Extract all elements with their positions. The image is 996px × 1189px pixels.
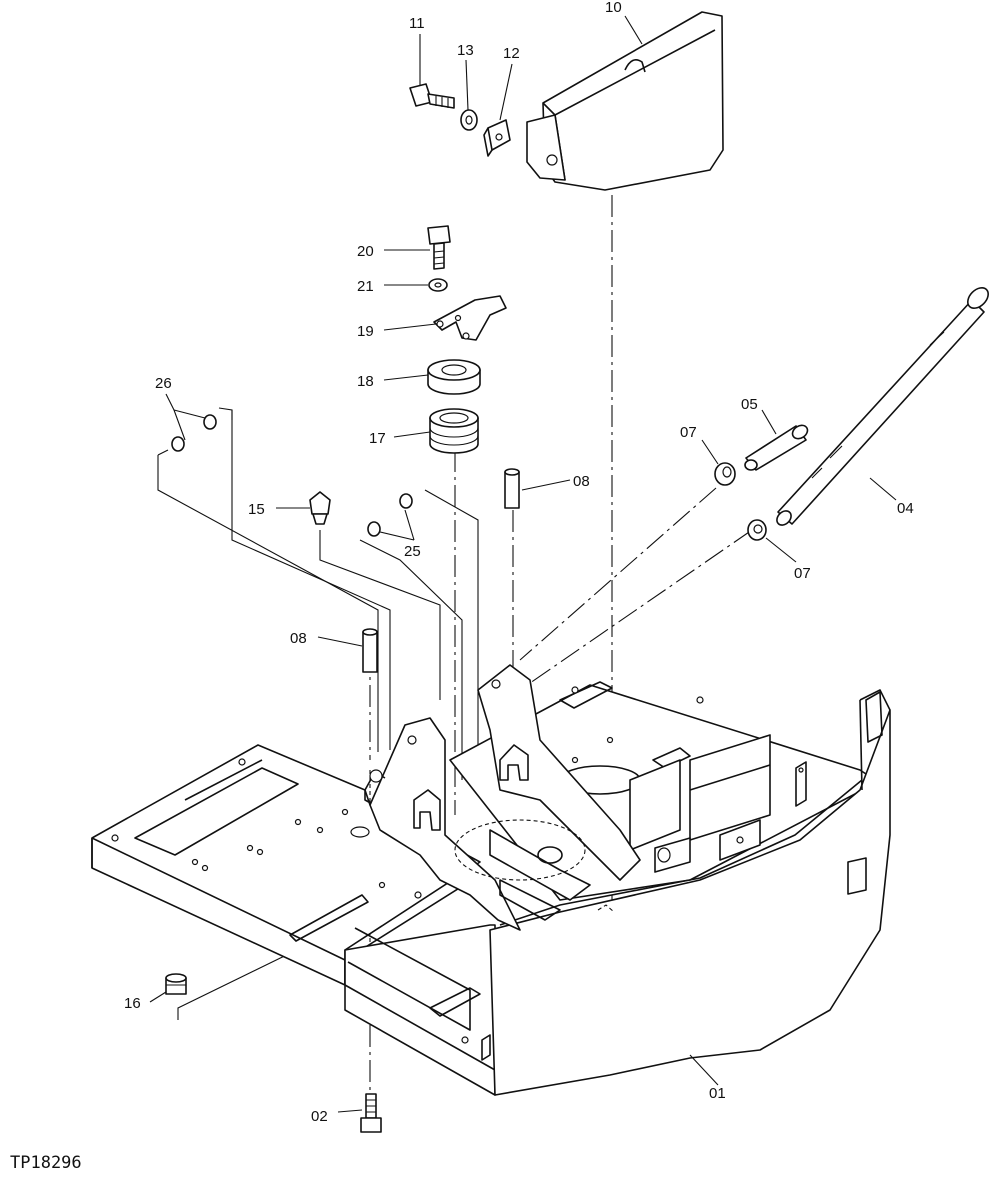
grease-fitting-15 [309,491,331,525]
callout-16: 16 [124,995,141,1012]
collar-18 [427,359,481,395]
plate-12 [483,119,511,157]
drawing-id: TP18296 [10,1153,82,1173]
callout-07-upper: 07 [680,424,697,441]
callout-21: 21 [357,278,374,295]
leader-lines [149,15,897,1113]
stopper-plate-19 [433,295,507,341]
fitting-16 [165,973,187,995]
collar-07-lower [747,519,767,541]
callout-13: 13 [457,42,474,59]
washer-21 [428,278,448,292]
snap-ring-25 [367,493,413,537]
callout-11: 11 [409,15,425,32]
callout-labels: 11 13 12 10 20 21 19 18 17 26 15 25 08 0… [124,0,914,1125]
callout-05: 05 [741,396,758,413]
bolt-02 [360,1093,382,1133]
callout-26: 26 [155,375,172,392]
callout-25: 25 [404,543,421,560]
pin-08-upper [504,468,520,509]
callout-08-upper: 08 [573,473,590,490]
bolt-11 [409,83,455,109]
pin-04 [776,287,989,526]
callout-15: 15 [248,501,265,518]
callout-12: 12 [503,45,520,62]
callout-07-lower: 07 [794,565,811,582]
pin-05 [744,424,809,471]
bolt-20 [427,225,451,270]
callout-17: 17 [369,430,386,447]
counterweight-block [526,11,724,191]
callout-08-lower: 08 [290,630,307,647]
pin-08-lower [362,628,378,673]
callout-02: 02 [311,1108,328,1125]
callout-18: 18 [357,373,374,390]
callout-20: 20 [357,243,374,260]
callout-19: 19 [357,323,374,340]
collar-07-upper [714,462,736,486]
main-frame [91,664,891,1096]
callout-01: 01 [709,1085,726,1102]
callout-04: 04 [897,500,914,517]
bushing-17 [429,408,479,454]
callout-10: 10 [605,0,622,16]
snap-ring-26 [157,407,233,456]
washer-13 [460,109,478,131]
